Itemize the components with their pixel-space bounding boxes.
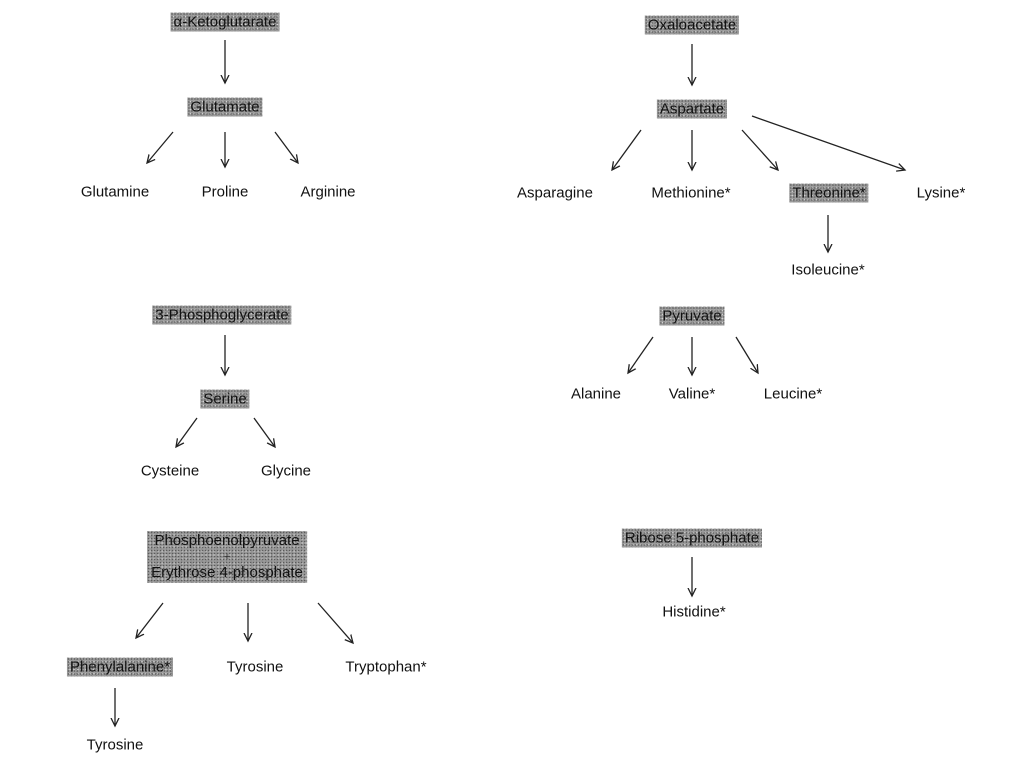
node-alpha-ketoglutarate: α-Ketoglutarate bbox=[171, 13, 280, 32]
node-arginine: Arginine bbox=[300, 183, 356, 201]
node-ribose-5-phosphate: Ribose 5-phosphate bbox=[622, 529, 762, 548]
arrow-serine-to-glycine bbox=[253, 417, 275, 447]
arrow-pyruvate-to-leucine bbox=[735, 336, 758, 373]
node-phenylalanine: Phenylalanine* bbox=[67, 658, 173, 677]
arrow-aspartate-to-lysine bbox=[751, 115, 905, 170]
arrow-glutamate-to-glutamine bbox=[147, 131, 174, 163]
node-serine: Serine bbox=[200, 390, 249, 409]
node-aspartate: Aspartate bbox=[657, 100, 727, 119]
node-3-phosphoglycerate: 3-Phosphoglycerate bbox=[152, 306, 291, 325]
arrow-serine-to-cysteine bbox=[176, 417, 198, 447]
plus-sign: + bbox=[223, 551, 231, 563]
node-tyrosine-from-phenylalanine: Tyrosine bbox=[86, 736, 144, 754]
node-pyruvate: Pyruvate bbox=[659, 307, 724, 326]
node-methionine: Methionine* bbox=[651, 184, 731, 202]
node-alanine: Alanine bbox=[570, 385, 622, 403]
node-erythrose-4-phosphate: Erythrose 4-phosphate bbox=[151, 564, 303, 581]
node-glutamate: Glutamate bbox=[187, 98, 262, 117]
node-isoleucine: Isoleucine* bbox=[791, 261, 865, 279]
node-lysine: Lysine* bbox=[916, 184, 966, 202]
arrow-phosphoenolpyruvate-erythrose-4-phosphate-to-tryptophan bbox=[317, 602, 353, 643]
node-glycine: Glycine bbox=[260, 462, 312, 480]
node-tryptophan: Tryptophan* bbox=[345, 658, 427, 676]
node-leucine: Leucine* bbox=[763, 385, 823, 403]
node-cysteine: Cysteine bbox=[140, 462, 200, 480]
node-histidine: Histidine* bbox=[662, 603, 726, 621]
arrow-pyruvate-to-alanine bbox=[628, 336, 654, 373]
node-pep-erythrose-4-phosphate: Phosphoenolpyruvate + Erythrose 4-phosph… bbox=[147, 531, 307, 583]
arrow-phosphoenolpyruvate-erythrose-4-phosphate-to-phenylalanine bbox=[136, 602, 164, 638]
node-phosphoenolpyruvate: Phosphoenolpyruvate bbox=[154, 532, 300, 549]
node-asparagine: Asparagine bbox=[517, 184, 593, 202]
arrow-glutamate-to-arginine bbox=[274, 131, 298, 163]
arrow-aspartate-to-threonine bbox=[741, 129, 778, 170]
arrow-aspartate-to-asparagine bbox=[612, 129, 642, 170]
node-threonine: Threonine* bbox=[789, 184, 868, 203]
node-oxaloacetate: Oxaloacetate bbox=[645, 16, 739, 35]
node-proline: Proline bbox=[201, 183, 249, 201]
node-valine: Valine* bbox=[668, 385, 716, 403]
node-glutamine: Glutamine bbox=[80, 183, 150, 201]
node-tyrosine: Tyrosine bbox=[226, 658, 284, 676]
